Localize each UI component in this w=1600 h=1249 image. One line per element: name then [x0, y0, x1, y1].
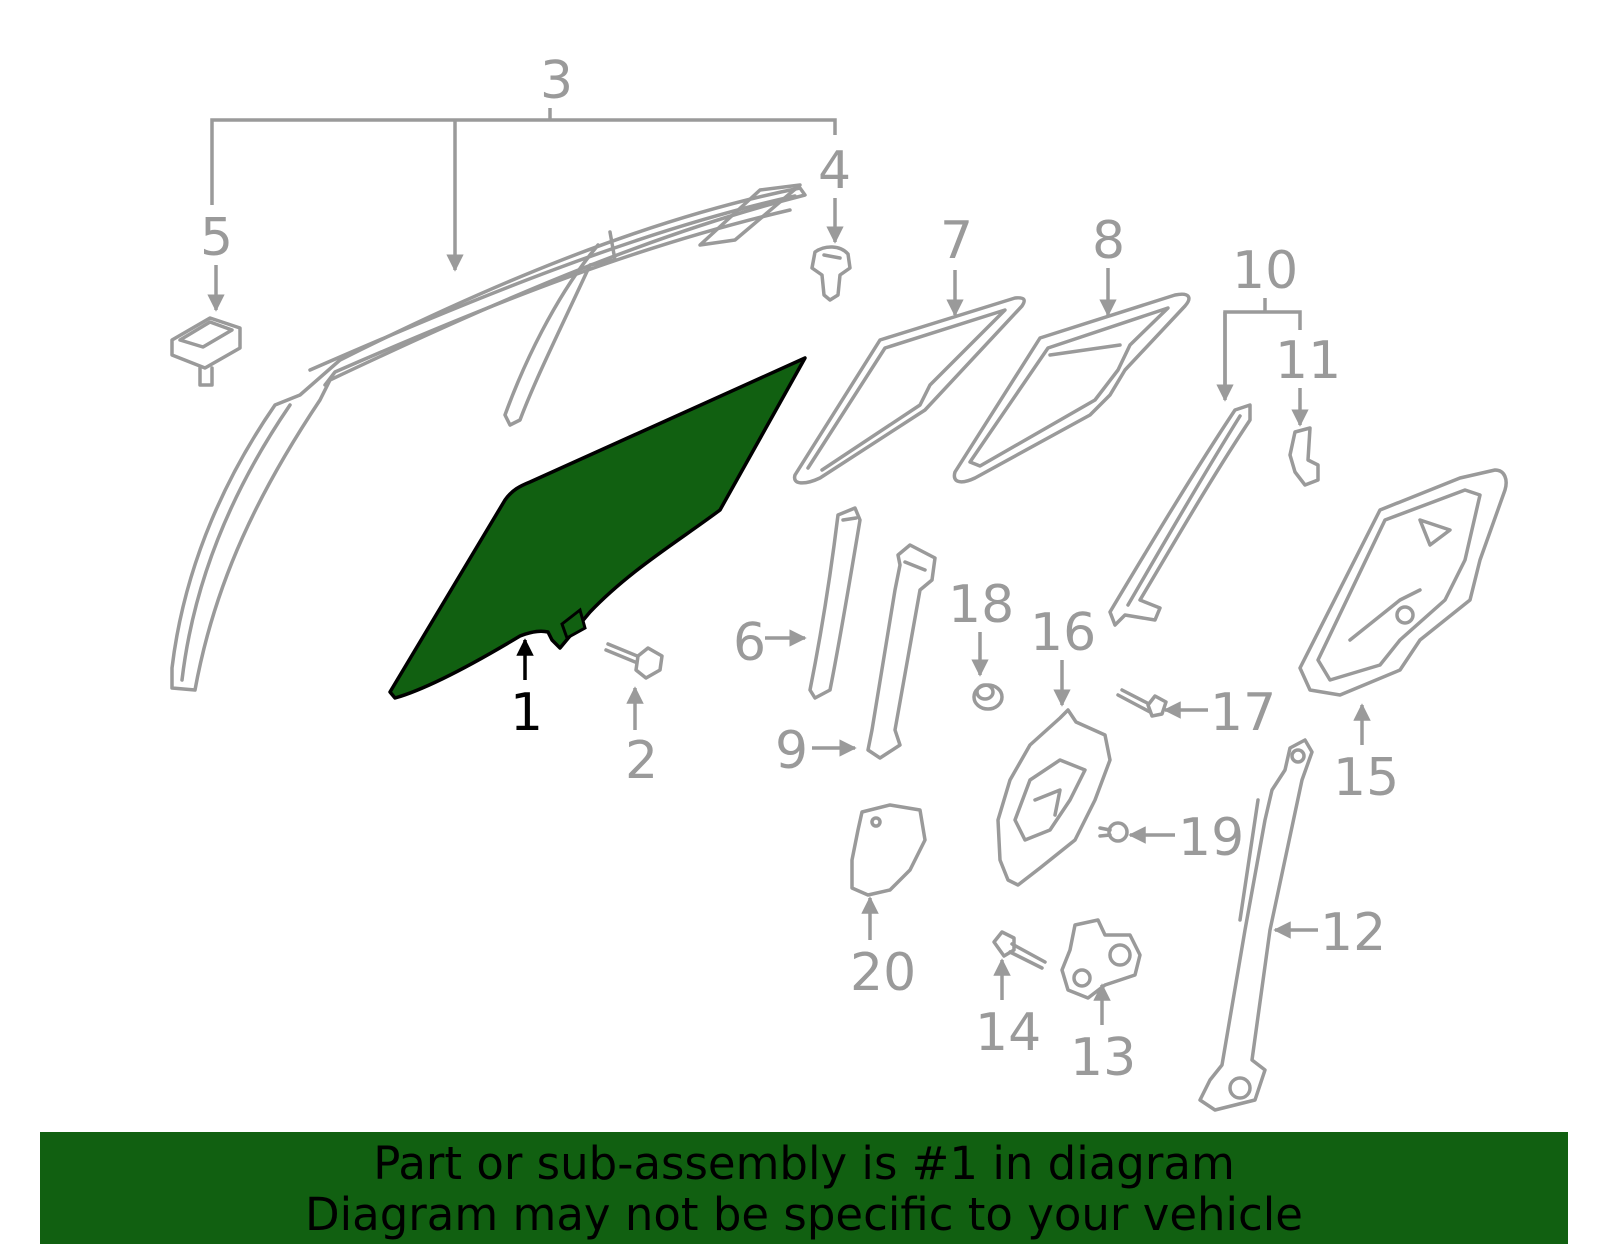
callout-10-label: 10: [1232, 241, 1298, 301]
bolt-part-14: [992, 930, 1047, 970]
callout-4-label: 4: [818, 141, 851, 201]
banner-line-2: Diagram may not be specific to your vehi…: [305, 1188, 1303, 1241]
info-banner: Part or sub-assembly is #1 in diagram Di…: [40, 1132, 1568, 1244]
grommet-part-18: [972, 683, 1004, 711]
callout-2-label: 2: [625, 731, 658, 791]
guide-part-9: [866, 543, 937, 760]
callout-13-label: 13: [1070, 1028, 1136, 1088]
cover-part-20: [850, 803, 927, 897]
quarter-window-seal-part-8: [952, 292, 1191, 484]
callout-1-label: 1: [510, 683, 543, 743]
clip-part-5: [170, 316, 242, 387]
callout-3-bracket: [210, 108, 837, 272]
door-frame-sash: [170, 183, 807, 692]
regulator-rail-part-12: [1198, 738, 1314, 1112]
callout-8-label: 8: [1092, 211, 1125, 271]
callout-6-label: 6: [733, 613, 766, 673]
bolt-part-17: [1116, 688, 1168, 718]
quarter-glass-part-7: [792, 296, 1026, 485]
clip-part-11: [1288, 426, 1320, 487]
callout-16-label: 16: [1030, 603, 1096, 663]
callout-18-label: 18: [948, 575, 1014, 635]
callout-15-label: 15: [1333, 748, 1399, 808]
run-channel-part-6: [808, 506, 862, 700]
bolt-part-2: [604, 642, 664, 680]
callout-12-label: 12: [1320, 903, 1386, 963]
door-glass-part-1: [388, 356, 807, 700]
access-cover-part-15: [1298, 468, 1508, 697]
callout-20-label: 20: [850, 943, 916, 1003]
banner-line-1: Part or sub-assembly is #1 in diagram: [373, 1137, 1235, 1190]
push-clip-part-4: [810, 245, 852, 302]
callout-7-label: 7: [940, 211, 973, 271]
callout-5-label: 5: [200, 208, 233, 268]
callout-11-label: 11: [1275, 331, 1341, 391]
callout-17-label: 17: [1210, 683, 1276, 743]
bolt-part-19: [1098, 821, 1129, 843]
callout-14-label: 14: [975, 1003, 1041, 1063]
callout-9-label: 9: [775, 721, 808, 781]
callout-10-bracket: [1216, 298, 1302, 402]
callout-3-label: 3: [540, 51, 573, 111]
regulator-bracket-part-16: [996, 708, 1112, 887]
glass-run-part-10: [1108, 403, 1252, 627]
motor-part-13: [1060, 918, 1142, 1000]
callout-19-label: 19: [1178, 808, 1244, 868]
